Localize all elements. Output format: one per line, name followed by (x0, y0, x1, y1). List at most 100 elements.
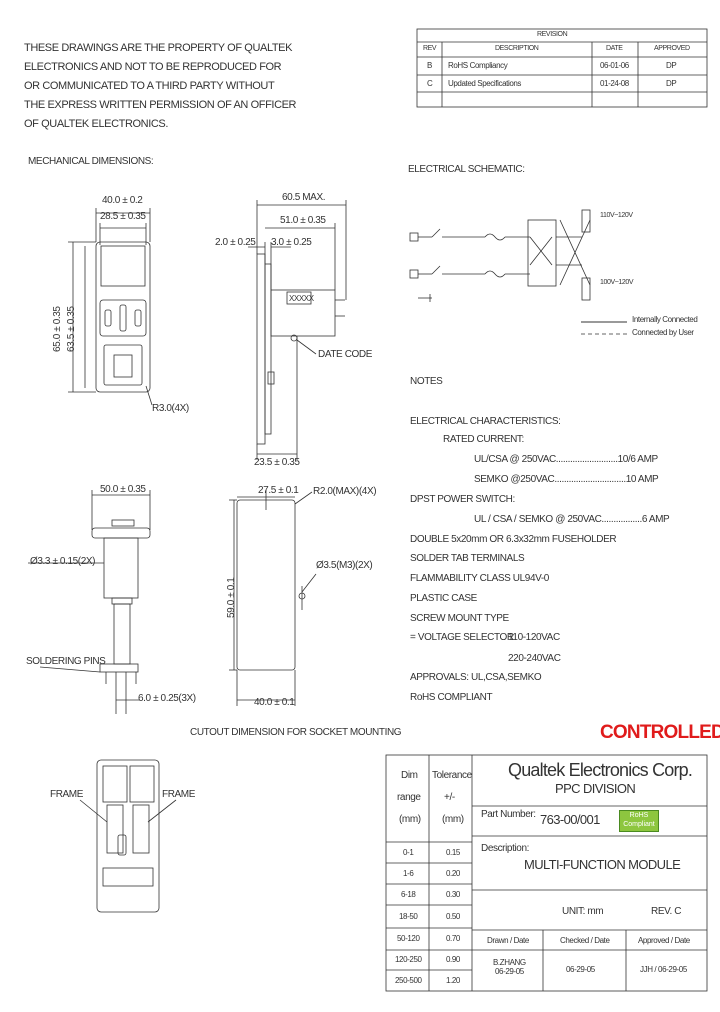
revision-cell: 06-01-06 (600, 61, 629, 70)
dim-cutout-radius: R2.0(MAX)(4X) (313, 486, 377, 497)
dim-corner-radius: R3.0(4X) (152, 403, 189, 414)
checked-value: 06-29-05 (566, 965, 595, 974)
tol-header-line: +/- (444, 792, 455, 803)
date-code-label: DATE CODE (318, 349, 372, 360)
dim-cutout-height: 59.0 ± 0.1 (226, 577, 237, 618)
tol-range: 18-50 (399, 912, 418, 921)
dim-side-flange: 2.0 ± 0.25 (215, 237, 256, 248)
tol-range: 250-500 (395, 976, 422, 985)
schematic-title: ELECTRICAL SCHEMATIC: (408, 164, 525, 175)
tol-header-line: (mm) (442, 814, 464, 825)
dim-cutout-width: 40.0 ± 0.1 (254, 697, 295, 708)
notes-title: NOTES (410, 376, 443, 387)
description: MULTI-FUNCTION MODULE (524, 857, 681, 872)
tol-range: 50-120 (397, 934, 420, 943)
note-line: PLASTIC CASE (410, 593, 477, 604)
checked-label: Checked / Date (560, 936, 610, 945)
dim-side-max: 60.5 MAX. (282, 192, 326, 203)
notice-line: OR COMMUNICATED TO A THIRD PARTY WITHOUT (24, 80, 275, 92)
tol-value: 0.15 (446, 848, 460, 857)
note-line: ELECTRICAL CHARACTERISTICS: (410, 416, 561, 427)
tol-value: 0.30 (446, 890, 460, 899)
controlled-stamp: CONTROLLED (600, 722, 720, 743)
approved-value: JJH / 06-29-05 (640, 965, 687, 974)
revision-header-description: DESCRIPTION (495, 45, 539, 52)
dim-header-line: (mm) (399, 814, 421, 825)
note-line: 220-240VAC (508, 653, 561, 664)
dim-front-width: 40.0 ± 0.2 (102, 195, 143, 206)
note-line: DPST POWER SWITCH: (410, 494, 515, 505)
dim-hole-diameter: Ø3.3 ± 0.15(2X) (30, 556, 96, 567)
dim-front-inner-height: 63.5 ± 0.35 (66, 306, 77, 352)
rohs-badge-line: RoHS (629, 812, 649, 819)
note-line: RATED CURRENT: (443, 434, 524, 445)
schematic-linework (409, 209, 627, 335)
company-division: PPC DIVISION (555, 781, 636, 796)
note-line: UL/CSA @ 250VAC.........................… (474, 454, 658, 465)
tol-range: 1-6 (403, 869, 414, 878)
revision-header-approved: APPROVED (654, 45, 690, 52)
title-block-frame (385, 754, 708, 992)
legend-user: Connected by User (632, 328, 694, 337)
dim-side-step: 3.0 ± 0.25 (271, 237, 312, 248)
notice-line: THE EXPRESS WRITTEN PERMISSION OF AN OFF… (24, 99, 297, 111)
dim-front-height: 65.0 ± 0.35 (52, 306, 63, 352)
date-code-box: XXXXX (289, 294, 314, 303)
revision-cell: DP (666, 61, 677, 70)
notice-line: THESE DRAWINGS ARE THE PROPERTY OF QUALT… (24, 42, 293, 54)
note-line: SOLDER TAB TERMINALS (410, 553, 525, 564)
drawn-value: B.ZHANG 06-29-05 (493, 958, 526, 976)
notice-line: ELECTRONICS AND NOT TO BE REPRODUCED FOR (24, 61, 282, 73)
legend-internal: Internally Connected (632, 315, 698, 324)
schematic-voltage-2: 100V~120V (600, 279, 634, 286)
tol-range: 6-18 (401, 890, 416, 899)
company-name: Qualtek Electronics Corp. (508, 760, 693, 780)
revision-cell: C (427, 79, 433, 88)
tol-range: 120-250 (395, 955, 422, 964)
revision-cell: 01-24-08 (600, 79, 629, 88)
revision-cell: RoHS Compliancy (448, 61, 508, 70)
drawn-label: Drawn / Date (487, 936, 529, 945)
revision-cell: Updated Specifications (448, 79, 522, 88)
part-number: 763-00/001 (540, 812, 600, 827)
dim-header-line: range (397, 792, 421, 803)
revision-cell: DP (666, 79, 677, 88)
tol-header-line: Tolerance (432, 770, 472, 781)
cutout-view (229, 490, 317, 706)
note-line: DOUBLE 5x20mm OR 6.3x32mm FUSEHOLDER (410, 534, 617, 545)
revision-cell: B (427, 61, 432, 70)
part-number-label: Part Number: (481, 809, 536, 820)
tol-value: 0.90 (446, 955, 460, 964)
soldering-pins-label: SOLDERING PINS (26, 656, 106, 667)
rev-label: REV. C (651, 906, 682, 917)
tol-range: 0-1 (403, 848, 414, 857)
rohs-badge-line: Compliant (623, 821, 655, 828)
revision-header-rev: REV (423, 45, 437, 52)
mechanical-title: MECHANICAL DIMENSIONS: (28, 156, 154, 167)
unit-label: UNIT: mm (562, 906, 604, 917)
dim-side-depth: 51.0 ± 0.35 (280, 215, 326, 226)
tol-value: 0.70 (446, 934, 460, 943)
note-line: 110-120VAC (508, 632, 560, 643)
dim-pin-pitch: 6.0 ± 0.25(3X) (138, 693, 196, 704)
note-line: SCREW MOUNT TYPE (410, 613, 509, 624)
revision-table-frame (416, 28, 708, 108)
note-line: APPROVALS: UL,CSA,SEMKO (410, 672, 542, 683)
dim-side-bottom: 23.5 ± 0.35 (254, 457, 300, 468)
dim-bottom-width: 50.0 ± 0.35 (100, 484, 146, 495)
note-line: UL / CSA / SEMKO @ 250VAC...............… (474, 514, 670, 525)
note-line: RoHS COMPLIANT (410, 692, 493, 703)
frame-label-left: FRAME (50, 789, 84, 800)
dim-cutout-hole: Ø3.5(M3)(2X) (316, 560, 373, 571)
front-view (68, 208, 153, 406)
tol-value: 0.50 (446, 912, 460, 921)
note-line: FLAMMABILITY CLASS UL94V-0 (410, 573, 549, 584)
rohs-badge: RoHS Compliant (619, 810, 659, 832)
schematic-voltage-1: 110V~120V (600, 212, 633, 219)
tol-value: 0.20 (446, 869, 460, 878)
revision-title: REVISION (537, 31, 568, 38)
note-line: = VOLTAGE SELECTOR (410, 632, 514, 643)
dim-header-line: Dim (401, 770, 418, 781)
approved-label: Approved / Date (638, 936, 690, 945)
